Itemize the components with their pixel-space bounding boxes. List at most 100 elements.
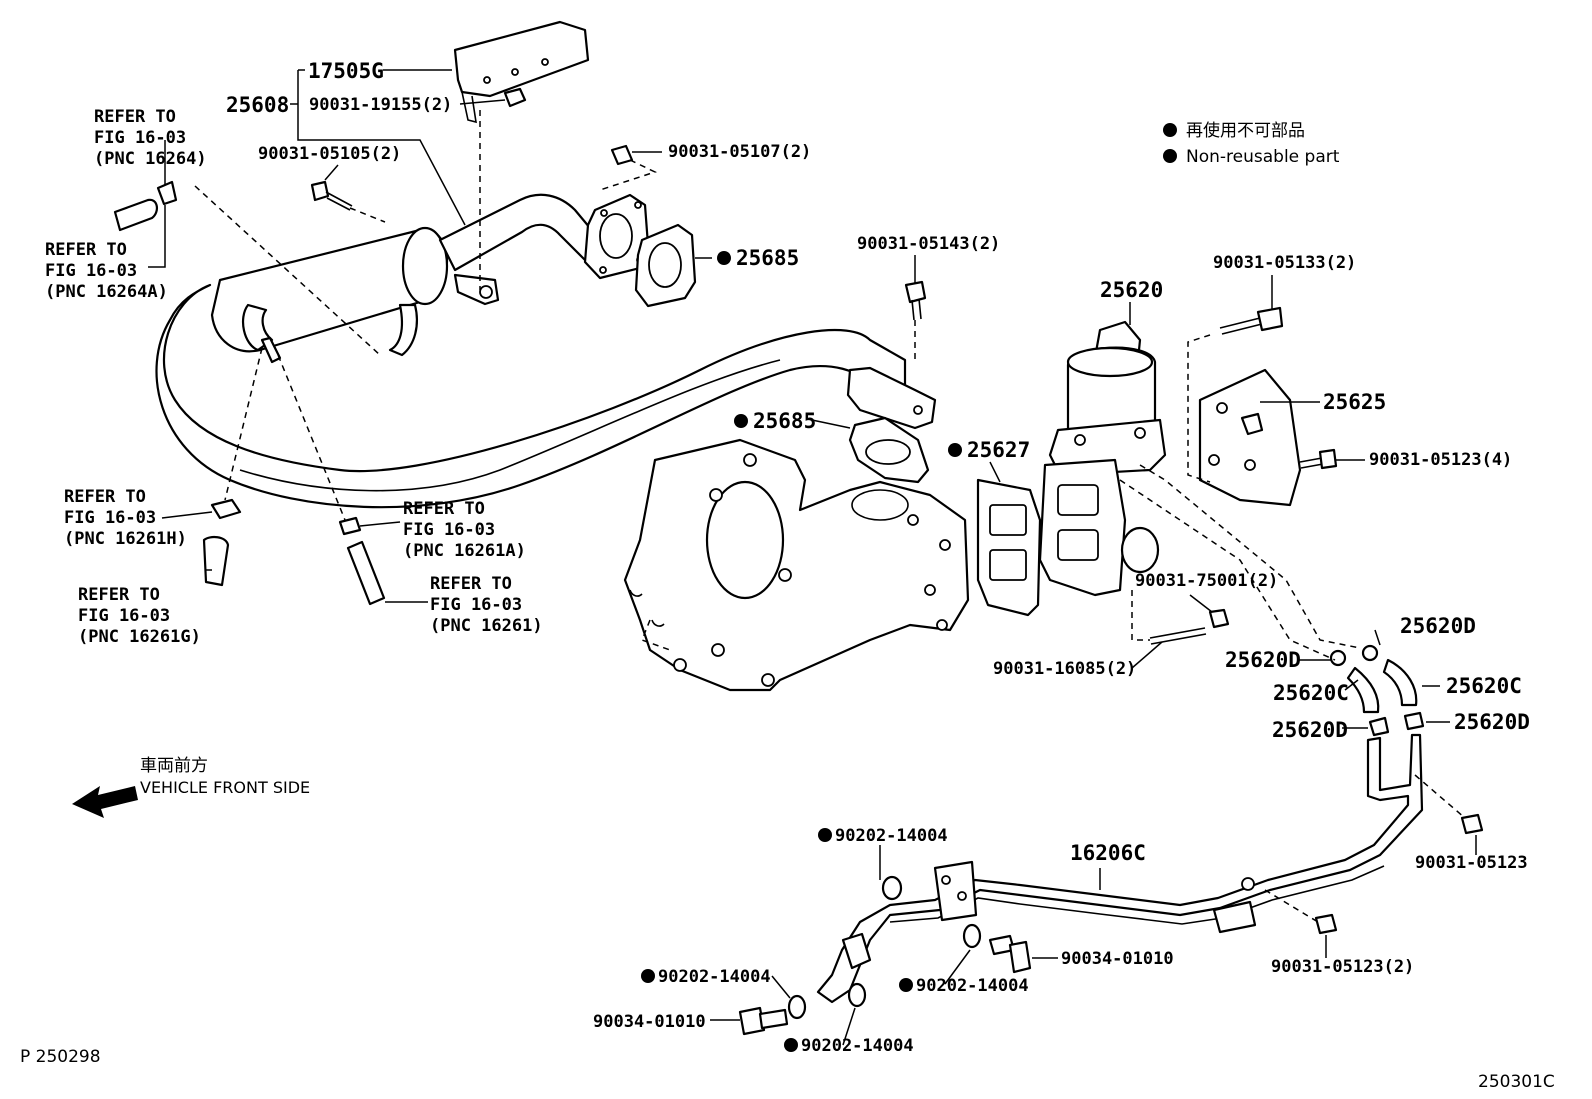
non-reusable-dot-icon	[734, 414, 748, 428]
svg-text:(PNC 16261H): (PNC 16261H)	[64, 529, 187, 549]
label-25620d-a[interactable]: 25620D	[1400, 614, 1476, 638]
nut-90031-75001-icon	[1208, 608, 1230, 629]
heat-shield-17505g[interactable]	[453, 20, 590, 124]
svg-text:REFER TO: REFER TO	[64, 487, 146, 507]
label-90031-05107[interactable]: 90031-05107(2)	[668, 142, 811, 162]
egr-cooler-25608[interactable]	[155, 193, 937, 509]
label-90031-75001[interactable]: 90031-75001(2)	[1135, 571, 1278, 591]
label-90202-14004-c[interactable]: 90202-14004	[916, 976, 1029, 996]
ref-pnc-16261h[interactable]: REFER TO FIG 16-03 (PNC 16261H)	[64, 487, 187, 549]
egr-valve-25620[interactable]	[1038, 320, 1167, 597]
hose-25620c-right[interactable]	[1382, 658, 1418, 707]
leader-lines	[148, 69, 1477, 1046]
label-90031-05123[interactable]: 90031-05123	[1415, 853, 1528, 873]
legend-non-reusable: 再使用不可部品 Non-reusable part	[1163, 120, 1340, 167]
gasket-90202-14004-a	[881, 875, 903, 901]
label-90202-14004-b[interactable]: 90202-14004	[658, 967, 771, 987]
svg-text:(PNC 16261G): (PNC 16261G)	[78, 627, 201, 647]
label-25620d-d[interactable]: 25620D	[1454, 710, 1530, 734]
svg-text:(PNC 16264): (PNC 16264)	[94, 149, 207, 169]
ref-pnc-16261a[interactable]: REFER TO FIG 16-03 (PNC 16261A)	[403, 499, 526, 561]
water-pipe-16206c[interactable]	[816, 733, 1424, 1004]
svg-text:FIG 16-03: FIG 16-03	[64, 508, 156, 528]
bolt-90031-05133-icon	[1219, 306, 1284, 335]
direction-jp: 車両前方	[140, 756, 208, 776]
ref-pnc-16264a[interactable]: REFER TO FIG 16-03 (PNC 16264A)	[45, 240, 168, 302]
non-reusable-dot-icon	[717, 251, 731, 265]
svg-text:(PNC 16261): (PNC 16261)	[430, 616, 543, 636]
label-90031-05123-2[interactable]: 90031-05123(2)	[1271, 957, 1414, 977]
label-25685-top[interactable]: 25685	[736, 246, 799, 270]
svg-text:REFER TO: REFER TO	[430, 574, 512, 594]
label-25627[interactable]: 25627	[967, 438, 1030, 462]
non-reusable-dot-icon	[818, 828, 832, 842]
svg-text:REFER TO: REFER TO	[94, 107, 176, 127]
label-25620d-c[interactable]: 25620D	[1272, 718, 1348, 742]
clamp-25620d-2	[1329, 649, 1347, 667]
bolt-90031-19155-icon	[503, 87, 527, 108]
bolt-90031-05105-icon	[310, 180, 353, 211]
bracket-25625[interactable]	[1198, 368, 1302, 507]
non-reusable-dot-icon	[948, 443, 962, 457]
label-90202-14004-d[interactable]: 90202-14004	[801, 1036, 914, 1056]
clamp-25620d-3	[1368, 716, 1390, 737]
label-25620c-b[interactable]: 25620C	[1446, 674, 1522, 698]
gasket-90202-14004-d	[847, 982, 867, 1008]
union-bolt-90034-01010-a	[738, 1006, 789, 1036]
svg-text:FIG 16-03: FIG 16-03	[78, 606, 170, 626]
label-90031-05105[interactable]: 90031-05105(2)	[258, 144, 401, 164]
non-reusable-dot-icon	[899, 978, 913, 992]
label-90034-01010-b[interactable]: 90034-01010	[1061, 949, 1174, 969]
svg-text:REFER TO: REFER TO	[78, 585, 160, 605]
label-25620c-a[interactable]: 25620C	[1273, 681, 1349, 705]
label-25625[interactable]: 25625	[1323, 390, 1386, 414]
footer-right-code: 250301C	[1478, 1072, 1555, 1092]
svg-text:REFER TO: REFER TO	[403, 499, 485, 519]
clamp-25620d-4	[1403, 711, 1425, 731]
label-25620[interactable]: 25620	[1100, 278, 1163, 302]
svg-text:FIG 16-03: FIG 16-03	[94, 128, 186, 148]
gasket-25627[interactable]	[976, 478, 1042, 617]
footer-left-code: P 250298	[20, 1047, 101, 1067]
label-16206c[interactable]: 16206C	[1070, 841, 1146, 865]
svg-text:(PNC 16261A): (PNC 16261A)	[403, 541, 526, 561]
svg-text:FIG 16-03: FIG 16-03	[430, 595, 522, 615]
direction-en: VEHICLE FRONT SIDE	[140, 778, 310, 797]
gasket-90202-14004-c	[787, 994, 807, 1020]
label-90031-19155[interactable]: 90031-19155(2)	[309, 95, 452, 115]
label-90031-05133[interactable]: 90031-05133(2)	[1213, 253, 1356, 273]
bolt-90031-05143-icon	[904, 280, 927, 321]
union-bolt-90034-01010-b	[988, 934, 1032, 974]
label-90034-01010-a[interactable]: 90034-01010	[593, 1012, 706, 1032]
hose-pnc-16264	[113, 180, 178, 232]
svg-text:REFER TO: REFER TO	[45, 240, 127, 260]
svg-text:FIG 16-03: FIG 16-03	[403, 520, 495, 540]
label-25608[interactable]: 25608	[226, 93, 289, 117]
gasket-25685-mid[interactable]	[848, 416, 930, 484]
intake-throttle-body[interactable]	[623, 438, 970, 692]
assembly-dashed-lines	[194, 110, 1466, 923]
ref-pnc-16261[interactable]: REFER TO FIG 16-03 (PNC 16261)	[430, 574, 543, 636]
hose-pnc-16261	[346, 540, 386, 606]
label-90031-16085[interactable]: 90031-16085(2)	[993, 659, 1136, 679]
label-90031-05143[interactable]: 90031-05143(2)	[857, 234, 1000, 254]
legend-en: Non-reusable part	[1186, 147, 1340, 167]
hose-25620c-left[interactable]	[1346, 666, 1380, 714]
hose-pnc-16261g	[202, 535, 230, 587]
front-direction-arrow-icon	[72, 786, 138, 818]
stud-90031-16085-icon	[1149, 627, 1207, 645]
ref-pnc-16261g[interactable]: REFER TO FIG 16-03 (PNC 16261G)	[78, 585, 201, 647]
svg-text:FIG 16-03: FIG 16-03	[45, 261, 137, 281]
bolt-90031-05123-2-icon	[1314, 913, 1338, 935]
clamp-25620d-1	[1361, 644, 1379, 662]
label-25685-mid[interactable]: 25685	[753, 409, 816, 433]
label-90202-14004-a[interactable]: 90202-14004	[835, 826, 948, 846]
clamp-pnc-16261a	[338, 516, 362, 536]
label-17505g[interactable]: 17505G	[308, 59, 384, 83]
ref-pnc-16264[interactable]: REFER TO FIG 16-03 (PNC 16264)	[94, 107, 207, 169]
bolt-90031-05107-icon	[610, 144, 634, 166]
gasket-90202-14004-b	[962, 923, 982, 949]
label-90031-05123-4[interactable]: 90031-05123(4)	[1369, 450, 1512, 470]
gasket-25685-top[interactable]	[634, 223, 697, 308]
label-25620d-b[interactable]: 25620D	[1225, 648, 1301, 672]
